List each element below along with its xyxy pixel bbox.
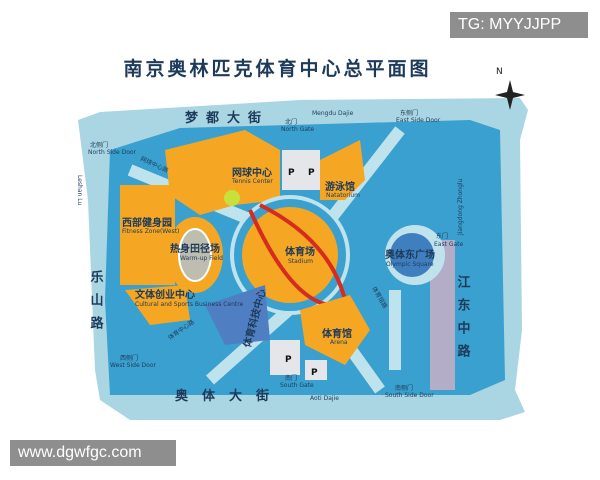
road-south-en: Aoti Dajie [310, 395, 339, 402]
svg-text:东门: 东门 [436, 232, 448, 240]
svg-text:热身田径场: 热身田径场 [170, 242, 220, 255]
svg-text:东侧门: 东侧门 [400, 109, 418, 117]
parking-icon: P [285, 355, 292, 365]
svg-text:South Gate: South Gate [280, 382, 314, 389]
road-west-cn: 乐山路 [88, 269, 104, 339]
tennis-ball-icon [224, 190, 240, 206]
tennis-center-area [165, 130, 280, 215]
svg-text:南侧门: 南侧门 [395, 384, 413, 392]
watermark-bottom: www.dgwfgc.com [10, 440, 176, 466]
svg-text:Tennis Center: Tennis Center [231, 178, 273, 185]
map-title: 南京奥林匹克体育中心总平面图 [123, 58, 432, 80]
natatorium-area [320, 140, 365, 200]
svg-text:Olympic Square: Olympic Square [386, 261, 434, 268]
olympic-square-inner [390, 233, 434, 277]
svg-text:Cultural and Sports Business C: Cultural and Sports Business Centre [135, 301, 244, 308]
svg-text:南门: 南门 [285, 374, 297, 382]
svg-text:East Side Door: East Side Door [396, 117, 441, 124]
svg-text:体育馆: 体育馆 [322, 327, 352, 340]
stadium-area [242, 207, 338, 303]
road-east-en: Jiangdong Zhonglu [457, 178, 464, 236]
road-west-en: Leshan Lu [76, 175, 83, 205]
road-south-cn: 奥体大街 [175, 388, 283, 404]
road-north-en: Mengdu Dajie [312, 110, 354, 117]
watermark-top: TG: MYYJJPP [450, 12, 588, 38]
parking-icon: P [311, 368, 318, 378]
svg-text:西部健身园: 西部健身园 [122, 216, 172, 229]
road-east-cn: 江东中路 [455, 274, 471, 367]
svg-text:北侧门: 北侧门 [90, 141, 108, 149]
svg-text:Natatorium: Natatorium [326, 192, 360, 199]
parking-icon: P [308, 168, 315, 178]
svg-text:Fitness Zone(West): Fitness Zone(West) [122, 228, 179, 235]
science-centre-area [205, 285, 270, 345]
svg-text:North Gate: North Gate [281, 126, 314, 133]
svg-text:South Side Door: South Side Door [385, 392, 434, 399]
stadium-arch [248, 203, 347, 307]
svg-text:体育场: 体育场 [285, 245, 315, 258]
svg-text:游泳馆: 游泳馆 [325, 180, 355, 193]
svg-text:Warm-up Field: Warm-up Field [180, 255, 223, 262]
svg-text:文体创业中心: 文体创业中心 [135, 288, 195, 301]
fitness-zone-area [120, 185, 175, 285]
svg-text:Arena: Arena [330, 339, 348, 346]
parking-icon: P [288, 168, 295, 178]
svg-text:West Side Door: West Side Door [110, 362, 157, 369]
svg-text:网球中心: 网球中心 [232, 166, 272, 179]
svg-text:北门: 北门 [285, 118, 297, 126]
svg-text:East Gate: East Gate [434, 241, 464, 248]
compass-north-label: N [496, 67, 503, 77]
parking-lots [270, 150, 327, 380]
arena-area [300, 295, 370, 365]
road-north-cn: 梦都大街 [185, 110, 269, 126]
warmup-field-inner [178, 228, 212, 282]
svg-text:奥体东广场: 奥体东广场 [385, 248, 435, 261]
compass-icon [495, 80, 525, 110]
svg-text:西侧门: 西侧门 [120, 354, 138, 362]
svg-text:North Side Door: North Side Door [88, 149, 137, 156]
business-centre-area [125, 285, 190, 325]
svg-text:Stadium: Stadium [288, 258, 313, 265]
